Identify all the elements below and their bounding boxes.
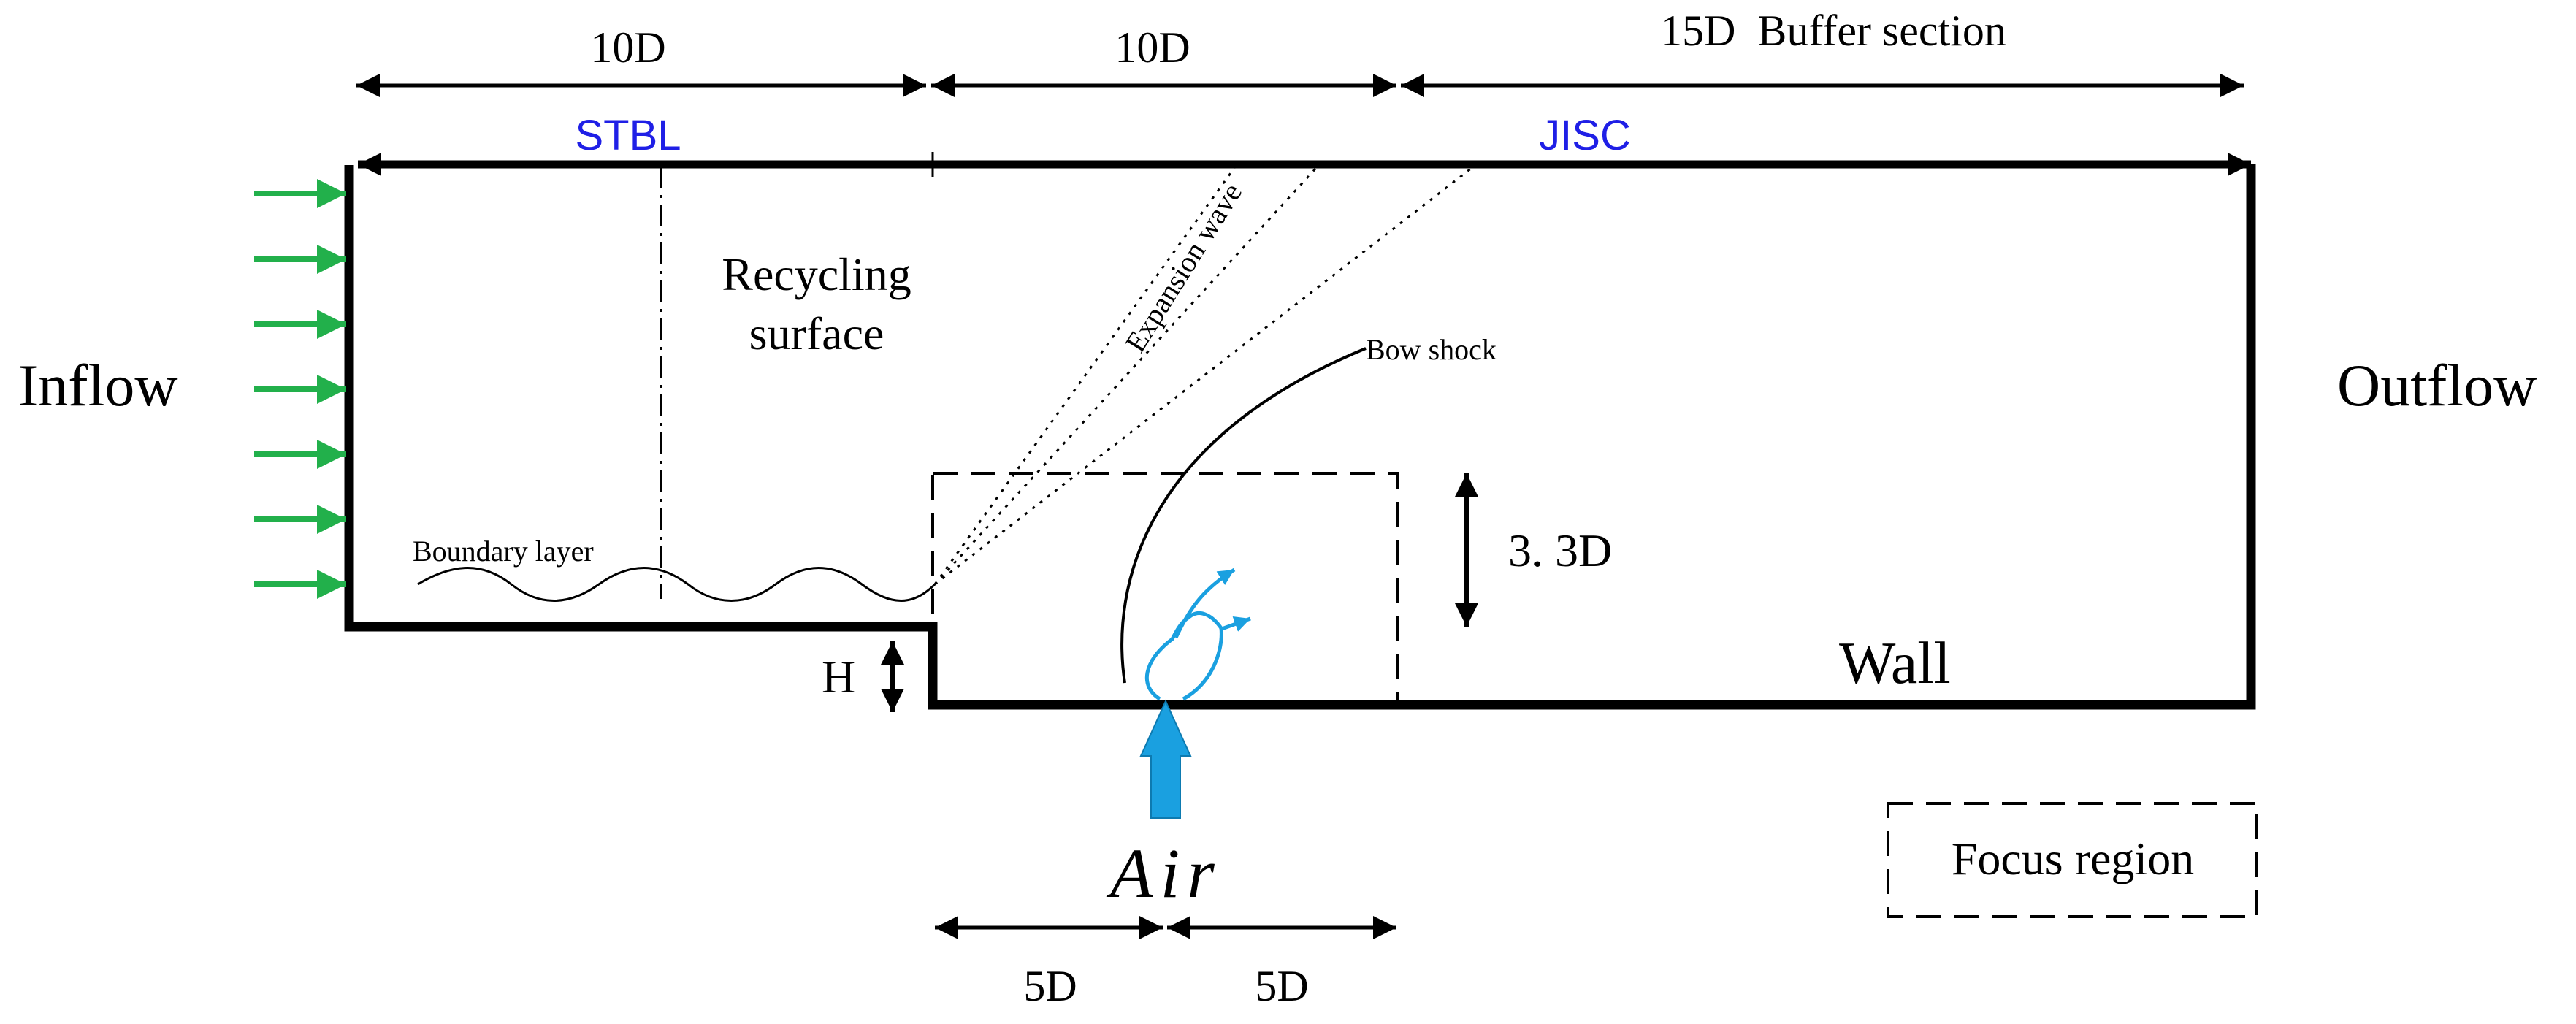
focus-region-legend-box [1887,802,2258,918]
wall-label: Wall [1839,630,1951,696]
inflow-arrows [254,179,346,599]
section-label-stbl: STBL [575,112,681,159]
recycling-surface-label-line1: Recycling [722,248,911,300]
jet-plume-outline [1144,611,1223,701]
expansion-fan [933,167,1472,586]
bow-shock-curve [1120,347,1367,684]
focus-region-legend-label: Focus region [1952,833,2194,884]
jet-streamline-lower [1219,616,1251,632]
outflow-label: Outflow [2337,352,2537,419]
recycling-surface-label-line2: surface [749,307,884,359]
dim-label-bottom-right: 5D [1255,962,1308,1010]
jet-height-label: 3. 3D [1508,524,1612,576]
expansion-wave-label: Expansion wave [1118,177,1248,358]
boundary-layer-wave [417,567,936,602]
inflow-label: Inflow [18,352,178,419]
boundary-layer-label: Boundary layer [413,535,594,568]
blue-arrow-up-icon [1139,699,1192,819]
jet-plume [1144,568,1251,701]
expansion-wave-ray [933,167,1236,585]
air-label: Air [1106,834,1222,912]
dim-label-top-left: 10D [590,23,665,72]
dim-label-top-right: 15D Buffer section [1660,7,2006,55]
jet-streamline-upper [1174,568,1236,639]
bow-shock-label: Bow shock [1366,333,1497,366]
focus-region-box [931,472,1399,706]
domain-lower-wall [344,164,2256,710]
expansion-wave-ray [933,167,1318,586]
dim-label-bottom-left: 5D [1023,962,1077,1010]
section-label-jisc: JISC [1539,112,1631,159]
dim-label-top-middle: 10D [1115,23,1190,72]
step-height-label: H [822,651,855,703]
